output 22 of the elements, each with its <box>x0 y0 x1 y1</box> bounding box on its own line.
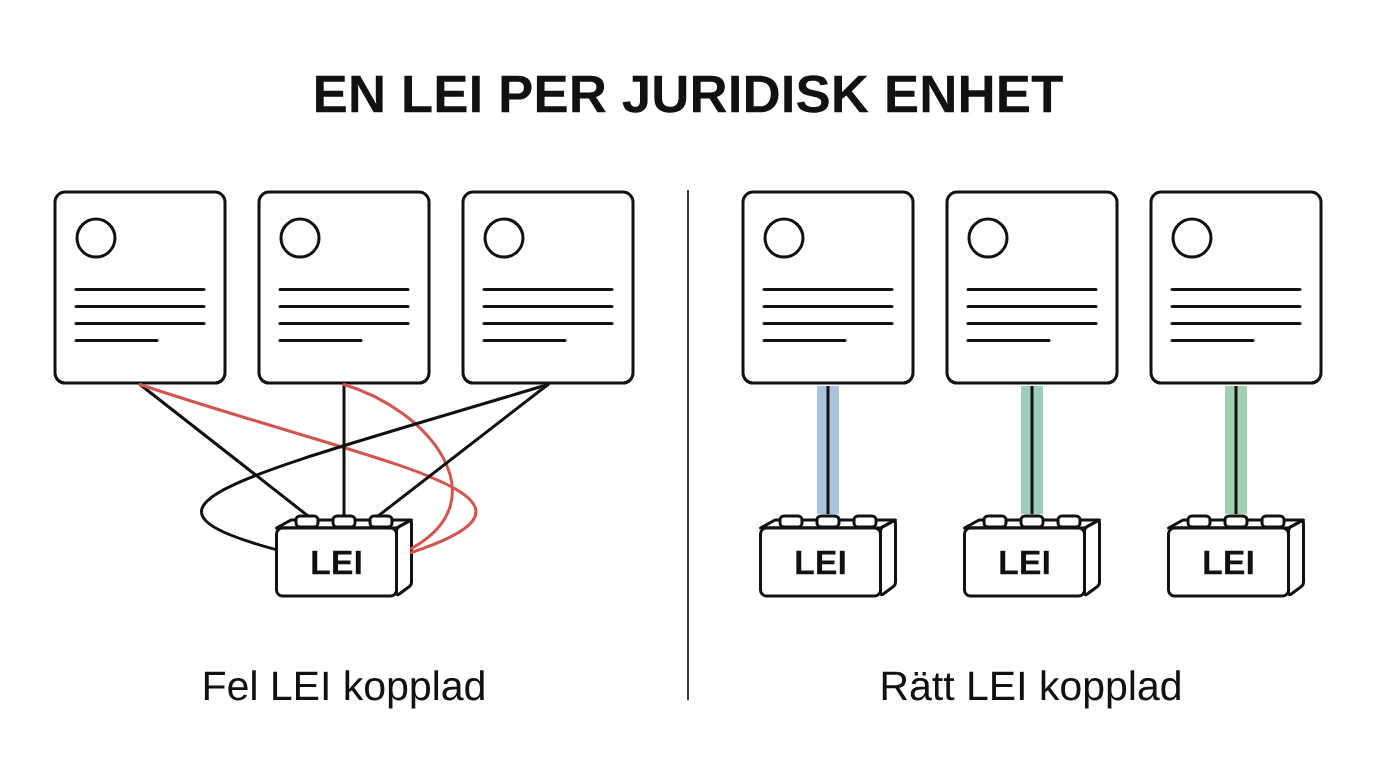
curved-connector <box>200 383 550 552</box>
document-card <box>53 190 227 385</box>
document-card <box>1149 190 1323 385</box>
document-card <box>945 190 1119 385</box>
document-card <box>461 190 635 385</box>
connector-line <box>342 383 346 518</box>
connector-line <box>377 383 550 518</box>
toy-brick: LEI <box>759 514 897 598</box>
toy-brick: LEI <box>1167 514 1305 598</box>
connector-band <box>817 386 839 515</box>
curved-connector <box>342 383 454 551</box>
connector-band <box>1225 386 1247 515</box>
toy-brick: LEI <box>275 514 413 598</box>
document-card <box>741 190 915 385</box>
caption: Rätt LEI kopplad <box>882 670 1180 709</box>
caption: Fel LEI kopplad <box>204 670 484 709</box>
toy-brick: LEI <box>963 514 1101 598</box>
document-card <box>257 190 431 385</box>
connector-line <box>138 383 310 518</box>
curved-connector <box>138 383 478 555</box>
title: EN LEI PER JURIDISK ENHET <box>316 75 1063 113</box>
connector-band <box>1021 386 1043 515</box>
